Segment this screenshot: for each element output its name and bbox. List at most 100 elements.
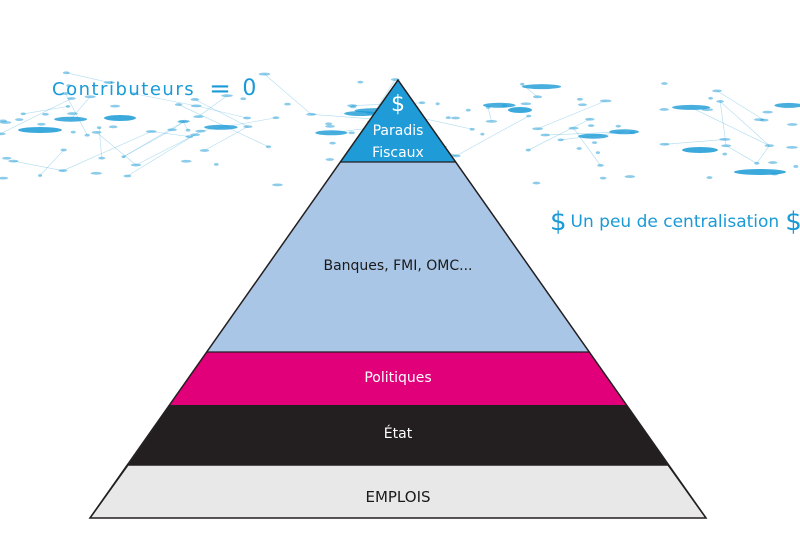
network-node [366,111,374,115]
network-node [348,131,355,135]
dollar-icon: $ [785,207,800,237]
network-node [540,133,551,137]
dollar-icon: $ [550,207,567,237]
network-node [521,84,562,90]
network-node [62,71,70,75]
contributors-label: Contributeurs [52,79,196,100]
network-node [508,107,532,113]
network-node [195,129,206,133]
network-node [54,116,88,122]
network-link [62,131,152,171]
network-link [487,107,492,122]
network-node [716,100,725,103]
network-node [485,105,491,109]
network-node [167,128,177,132]
network-node [532,127,544,131]
network-node [315,130,348,136]
network-node [672,104,711,110]
network-node [774,102,800,108]
network-node [204,124,238,130]
network-node [451,154,461,158]
network-node [221,94,233,98]
network-node [103,81,115,84]
network-node [445,116,451,120]
network-node [577,103,588,107]
network-node [243,125,253,128]
network-node [418,101,426,105]
network-node [469,127,475,131]
network-link [70,96,91,120]
network-node [199,149,210,152]
network-link [133,93,197,107]
network-link [66,72,110,83]
network-node [66,112,78,115]
network-node [525,148,531,152]
network-node [190,98,200,101]
network-node [185,128,191,132]
network-link [198,95,228,117]
network-node [659,108,669,111]
network-node [121,155,126,159]
network-node [526,114,532,118]
network-node [177,120,189,124]
network-node [37,122,46,126]
contributors-value: 0 [242,76,258,101]
network-node [66,84,72,88]
network-node [712,89,722,93]
network-node [123,174,132,178]
network-node [130,163,142,167]
tax-haven-label-line1: Paradis [373,123,424,139]
network-link [455,115,529,157]
network-link [151,131,190,137]
network-node [8,159,19,163]
network-link [664,139,725,145]
network-link [725,145,757,164]
network-node [67,97,76,100]
network-node [762,110,773,114]
network-node [193,115,204,119]
network-node [576,97,583,101]
network-node [532,95,543,99]
network-node [597,164,604,167]
network-link [204,126,248,151]
network-node [450,116,461,120]
network-node [174,103,183,106]
network-node [2,156,12,160]
centralisation-caption: $Un peu de centralisation$ [550,204,800,237]
network-node [325,158,335,161]
tier-banks [207,162,589,352]
centralisation-text: Un peu de centralisation [570,212,780,232]
network-link [716,90,765,121]
network-node [682,147,718,153]
network-node [501,104,508,108]
banks-label: Banques, FMI, OMC... [323,258,472,274]
network-node [793,165,799,168]
network-node [325,122,333,126]
equals-sign: = [209,74,233,104]
network-link [756,145,770,164]
network-node [110,104,121,108]
network-node [599,176,607,180]
network-node [61,92,70,95]
network-node [145,130,157,133]
network-node [659,142,670,146]
network-link [23,106,69,115]
tier-state [128,405,668,465]
network-node [520,102,532,106]
network-node [661,82,668,85]
network-node [18,127,62,133]
network-node [0,119,8,123]
contributors-caption: Contributeurs = 0 [52,72,258,104]
network-node [480,132,485,136]
network-node [272,183,283,187]
network-node [284,102,291,106]
network-node [15,118,24,122]
network-node [70,130,76,134]
network-node [98,156,106,160]
network-node [482,102,516,108]
pyramid-outline [89,78,707,519]
network-node [587,124,595,128]
network-node [90,171,103,175]
network-node [786,145,798,149]
network-node [624,175,636,178]
